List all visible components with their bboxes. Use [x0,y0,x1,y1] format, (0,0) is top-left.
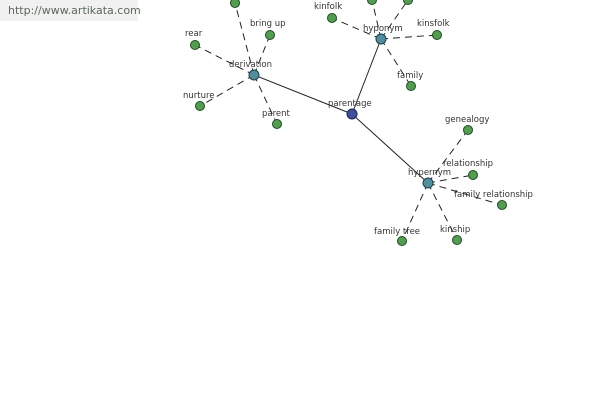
edge-hyponym-kinfolk [331,17,382,40]
node-hyponym-label: hyponym [363,24,403,34]
node-offscreen-hyponym-0[interactable] [367,0,377,5]
node-kinship[interactable] [452,235,462,245]
edge-layer [194,0,503,242]
label-layer: bring up rear nurture parent derivation kinfo… [183,2,533,237]
source-url-label: http://www.artikata.com [0,0,141,21]
node-rear-label: rear [185,29,203,39]
node-rear[interactable] [190,40,200,50]
node-family-relationship[interactable] [497,200,507,210]
node-relationship[interactable] [468,170,478,180]
node-parentage[interactable] [346,108,358,120]
node-family-label: family [397,71,423,81]
edge-parentage-derivation [253,74,353,115]
edge-hypernym-family-tree [401,182,429,242]
node-genealogy-label: genealogy [445,115,489,125]
node-kinsfolk-label: kinsfolk [417,19,450,29]
node-parent-label: parent [262,109,291,119]
node-nurture[interactable] [195,101,205,111]
node-kinfolk[interactable] [327,13,337,23]
edge-hyponym-offscreen-1 [380,0,409,40]
node-kinfolk-label: kinfolk [314,2,342,12]
node-offscreen-derivation-0[interactable] [230,0,240,8]
edge-hyponym-family [380,38,412,87]
node-hyponym[interactable] [375,33,387,45]
node-family-tree[interactable] [397,236,407,246]
node-kinsfolk[interactable] [432,30,442,40]
edge-derivation-nurture [199,74,255,107]
node-family[interactable] [406,81,416,91]
edge-hyponym-offscreen-0 [371,0,382,40]
edge-parentage-hypernym [351,113,429,184]
node-layer [190,0,507,246]
node-hypernym-label: hypernym [408,168,451,178]
edge-hyponym-kinsfolk [380,34,438,40]
edge-hypernym-kinship [427,182,458,241]
edge-hypernym-family-relationship [427,182,503,206]
node-nurture-label: nurture [183,91,215,101]
node-relationship-label: relationship [443,159,493,169]
edge-derivation-parent [253,74,278,125]
node-bring-up[interactable] [265,30,275,40]
node-genealogy[interactable] [463,125,473,135]
node-parent[interactable] [272,119,282,129]
node-derivation[interactable] [248,69,260,81]
node-bring-up-label: bring up [250,19,286,29]
node-derivation-label: derivation [229,60,272,70]
node-family-tree-label: family tree [374,227,420,237]
edge-parentage-hyponym [351,38,382,115]
edge-derivation-offscreen-0 [234,2,255,76]
node-kinship-label: kinship [440,225,470,235]
node-offscreen-hyponym-1[interactable] [403,0,413,5]
node-hypernym[interactable] [422,177,434,189]
node-family-relationship-label: family relationship [454,190,533,200]
edge-hypernym-relationship [427,174,474,184]
node-parentage-label: parentage [328,99,372,109]
